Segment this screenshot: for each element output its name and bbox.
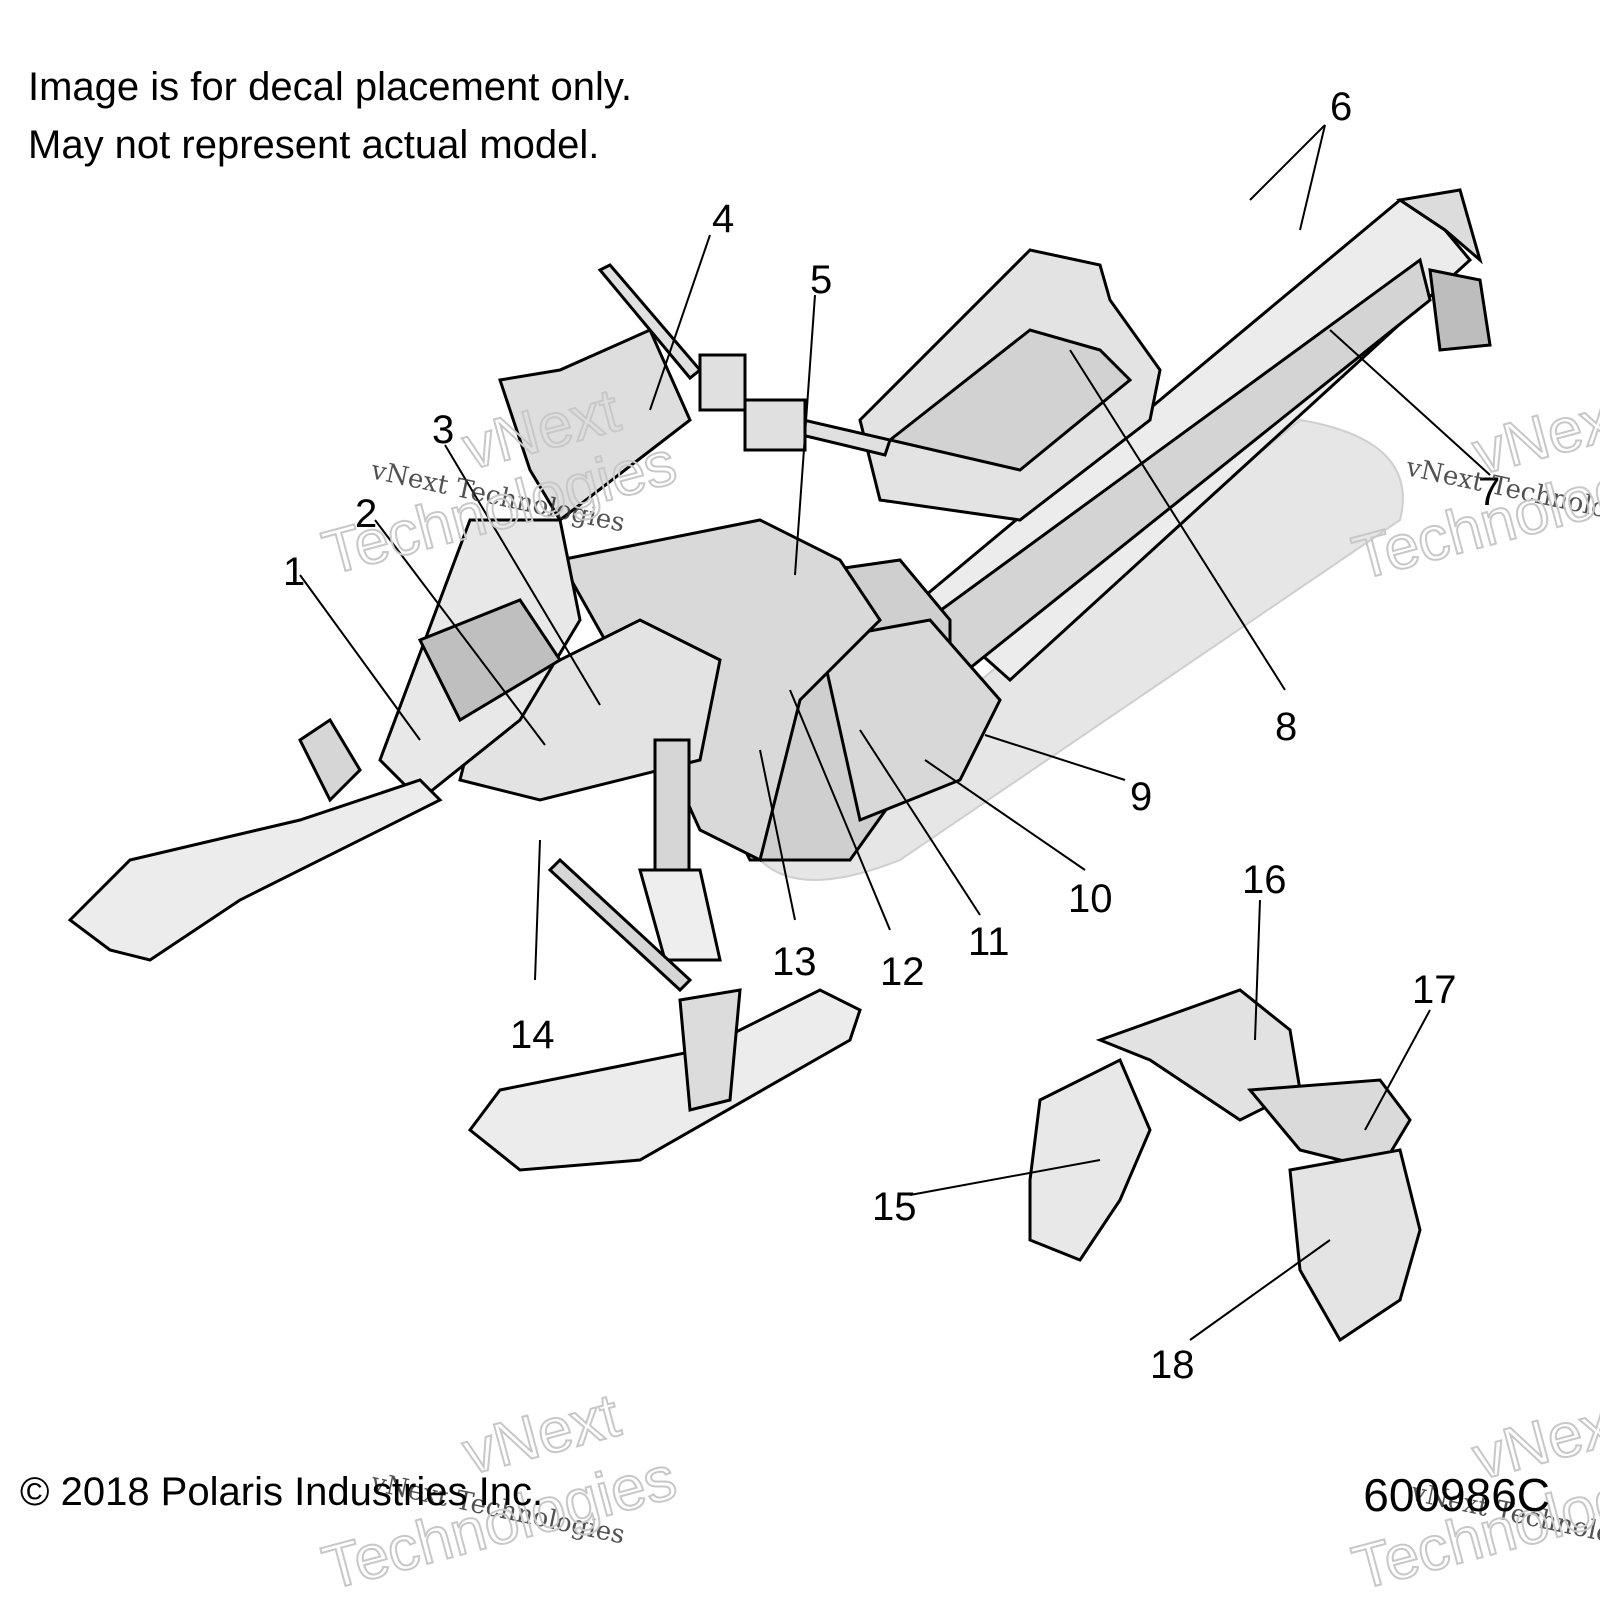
callout-12: 12 — [880, 950, 925, 994]
callout-9: 9 — [1130, 775, 1152, 819]
disclaimer-line-2: May not represent actual model. — [28, 123, 600, 167]
callout-17: 17 — [1412, 968, 1457, 1012]
callout-4: 4 — [712, 197, 734, 241]
skis — [67, 778, 862, 1172]
callout-5: 5 — [810, 258, 832, 302]
callout-numbers: 1 2 3 4 5 6 7 8 9 10 11 12 13 14 15 16 1… — [283, 85, 1500, 1387]
copyright-text: © 2018 Polaris Industries Inc. — [20, 1470, 544, 1514]
callout-16: 16 — [1242, 858, 1287, 902]
drawing-number: 600986C — [1363, 1469, 1550, 1521]
callout-10: 10 — [1068, 877, 1113, 921]
callout-7: 7 — [1478, 470, 1500, 514]
handlebar — [597, 263, 892, 457]
callout-3: 3 — [432, 408, 454, 452]
callout-8: 8 — [1275, 705, 1297, 749]
front-suspension — [298, 717, 722, 993]
disclaimer-line-1: Image is for decal placement only. — [28, 65, 633, 109]
leader-lines — [299, 124, 1491, 1341]
callout-2: 2 — [355, 492, 377, 536]
callout-18: 18 — [1150, 1343, 1195, 1387]
callout-13: 13 — [772, 940, 817, 984]
seat — [858, 248, 1162, 522]
side-panels — [458, 518, 1002, 863]
callout-6: 6 — [1330, 85, 1352, 129]
tunnel — [898, 188, 1492, 703]
callout-11: 11 — [968, 920, 1010, 964]
detached-panels — [1028, 988, 1422, 1343]
callout-15: 15 — [872, 1185, 917, 1229]
callout-14: 14 — [510, 1013, 555, 1057]
callout-1: 1 — [283, 550, 305, 594]
